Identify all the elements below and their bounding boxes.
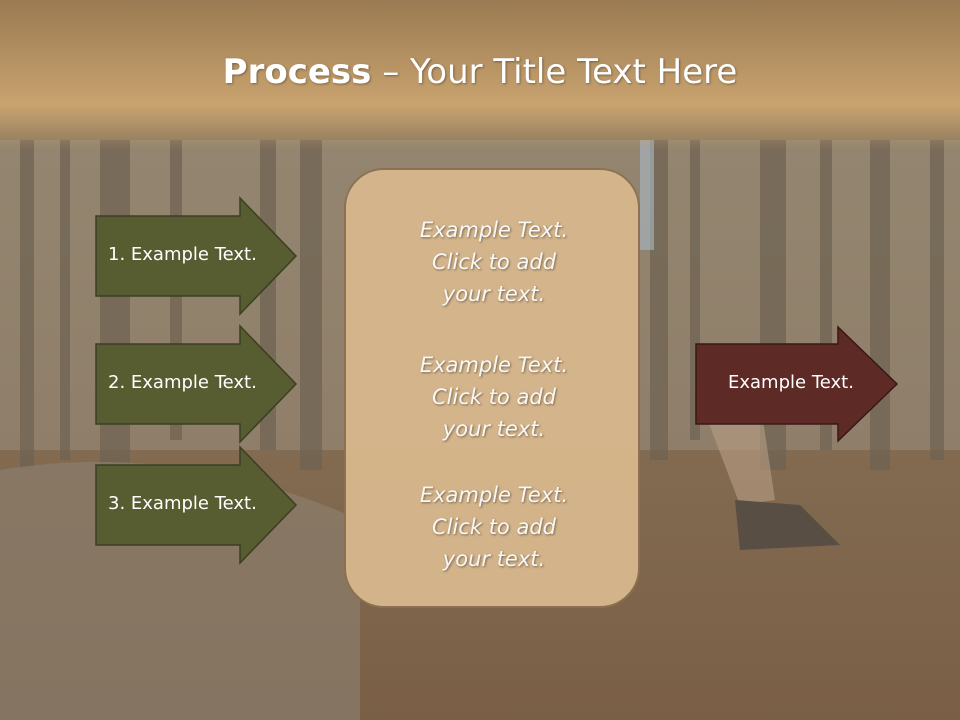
step-1-label: 1. Example Text.	[108, 244, 257, 265]
title-band	[0, 0, 960, 150]
result-label: Example Text.	[728, 372, 854, 393]
step-2-label: 2. Example Text.	[108, 372, 257, 393]
title-rest: Your Title Text Here	[410, 52, 738, 92]
center-paragraph-1: Example Text. Click to add your text.	[346, 214, 642, 310]
result-arrow-shape[interactable]	[695, 325, 899, 443]
step-3-arrow-shape[interactable]	[95, 445, 298, 565]
paragraph-line: your text.	[442, 547, 546, 571]
center-text-box[interactable]: Example Text. Click to add your text. Ex…	[344, 168, 640, 608]
paragraph-line: Example Text.	[419, 483, 569, 507]
paragraph-line: your text.	[442, 417, 546, 441]
paragraph-line: Click to add	[431, 515, 556, 539]
center-paragraph-3: Example Text. Click to add your text.	[346, 479, 642, 575]
center-paragraph-2: Example Text. Click to add your text.	[346, 349, 642, 445]
title-dash: –	[371, 52, 411, 92]
paragraph-line: Click to add	[431, 250, 556, 274]
paragraph-line: Example Text.	[419, 353, 569, 377]
slide-title[interactable]: Process – Your Title Text Here	[0, 52, 960, 92]
title-bold: Process	[222, 52, 372, 92]
paragraph-line: Example Text.	[419, 218, 569, 242]
step-2-arrow-shape[interactable]	[95, 324, 298, 444]
paragraph-line: your text.	[442, 282, 546, 306]
step-1-arrow-shape[interactable]	[95, 196, 298, 316]
paragraph-line: Click to add	[431, 385, 556, 409]
step-3-label: 3. Example Text.	[108, 493, 257, 514]
